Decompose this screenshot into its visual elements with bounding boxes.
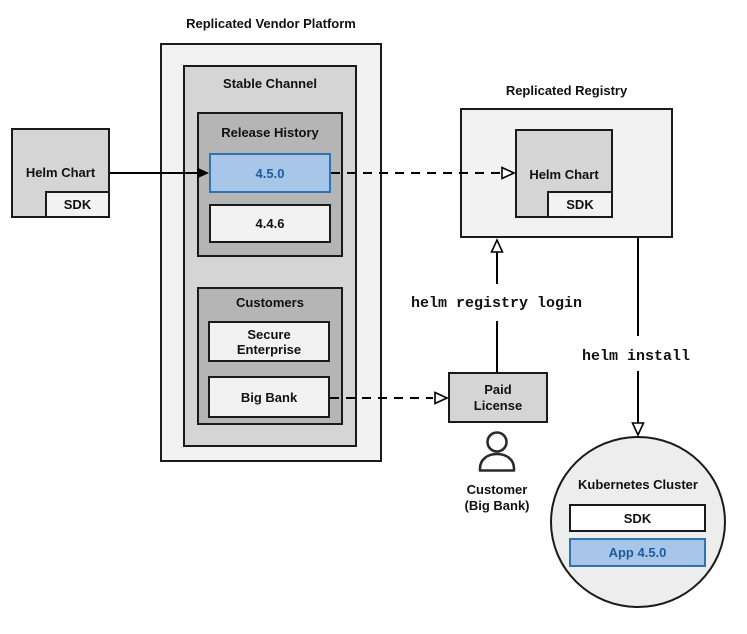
registry-title: Replicated Registry bbox=[505, 83, 628, 98]
registry-helm-chart-label: Helm Chart bbox=[529, 167, 599, 182]
customer-caption: Customer (Big Bank) bbox=[447, 482, 547, 514]
platform-title: Replicated Vendor Platform bbox=[186, 16, 356, 31]
paid-license-label: Paid License bbox=[473, 381, 523, 413]
paid-license-box[interactable]: Paid License bbox=[448, 372, 548, 423]
arrow-helm-install bbox=[631, 238, 645, 437]
customer-item-secure-enterprise[interactable]: Secure Enterprise bbox=[208, 321, 330, 362]
command-registry-login: helm registry login bbox=[410, 295, 583, 312]
release-version-label: 4.4.6 bbox=[255, 216, 285, 231]
release-item-446[interactable]: 4.4.6 bbox=[209, 204, 331, 243]
customer-item-label: Big Bank bbox=[240, 389, 298, 405]
cluster-sdk-box: SDK bbox=[569, 504, 706, 532]
release-version-label: 4.5.0 bbox=[255, 165, 285, 181]
release-history-title: Release History bbox=[221, 125, 319, 140]
customers-title: Customers bbox=[236, 295, 304, 310]
customer-name: Customer bbox=[466, 482, 528, 497]
customer-item-big-bank[interactable]: Big Bank bbox=[208, 376, 330, 418]
customer-org: (Big Bank) bbox=[464, 498, 530, 513]
cluster-app-box: App 4.5.0 bbox=[569, 538, 706, 567]
customer-item-label: Secure Enterprise bbox=[236, 326, 302, 357]
person-icon bbox=[478, 431, 516, 472]
cluster-app-label: App 4.5.0 bbox=[608, 545, 667, 560]
vendor-sdk-label: SDK bbox=[63, 197, 92, 212]
kubernetes-cluster-title: Kubernetes Cluster bbox=[578, 477, 698, 492]
stable-channel-title: Stable Channel bbox=[223, 76, 317, 91]
registry-sdk-box: SDK bbox=[547, 191, 613, 218]
registry-sdk-label: SDK bbox=[566, 197, 594, 212]
command-helm-install: helm install bbox=[581, 348, 691, 365]
release-item-450[interactable]: 4.5.0 bbox=[209, 153, 331, 193]
cluster-sdk-label: SDK bbox=[623, 510, 652, 526]
vendor-sdk-box: SDK bbox=[45, 191, 110, 218]
vendor-helm-chart-label: Helm Chart bbox=[25, 165, 96, 180]
